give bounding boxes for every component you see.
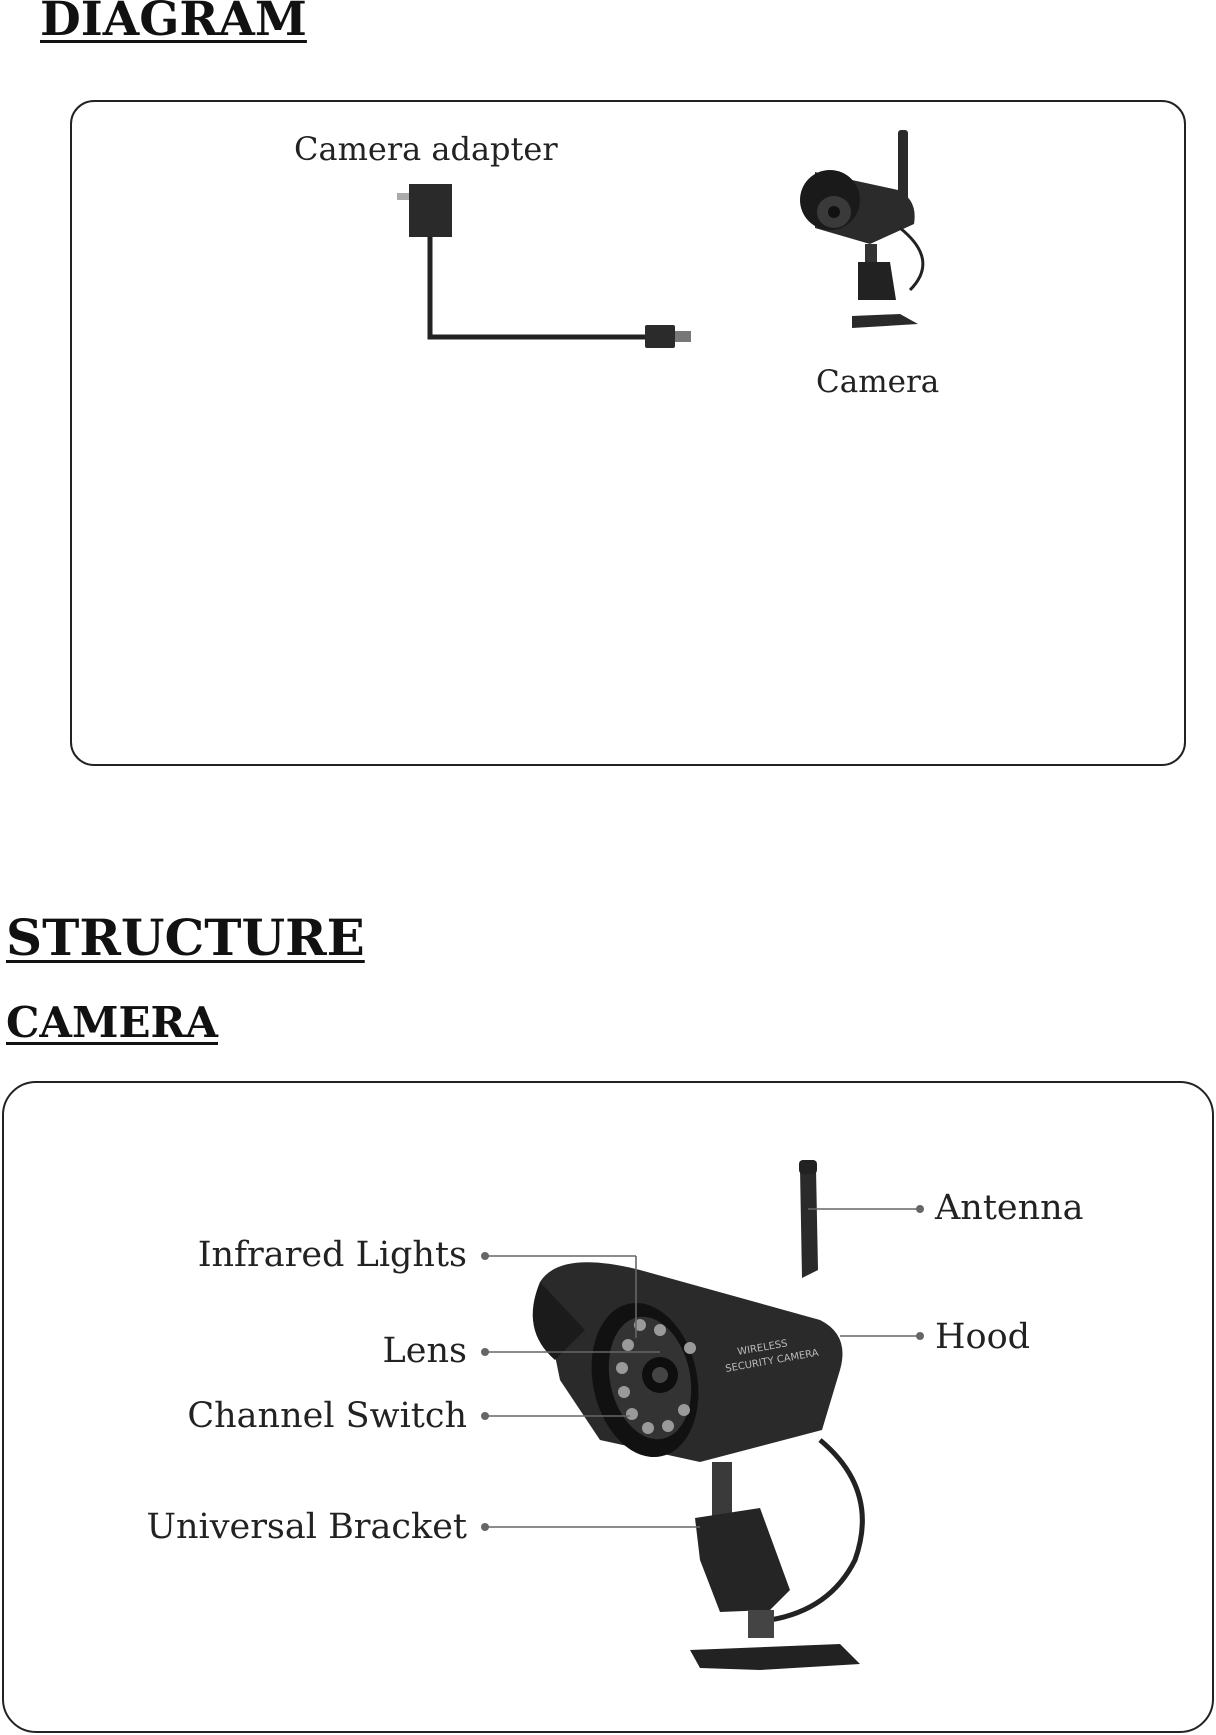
camera-large-icon: WIRELESS SECURITY CAMERA [533,1160,863,1670]
callout-channel-switch: Channel Switch [187,1396,467,1436]
callout-lens: Lens [383,1331,467,1371]
callout-universal-bracket: Universal Bracket [146,1507,467,1547]
callout-hood: Hood [935,1317,1030,1357]
callout-infrared-lights: Infrared Lights [198,1235,467,1275]
callout-antenna: Antenna [934,1188,1084,1228]
